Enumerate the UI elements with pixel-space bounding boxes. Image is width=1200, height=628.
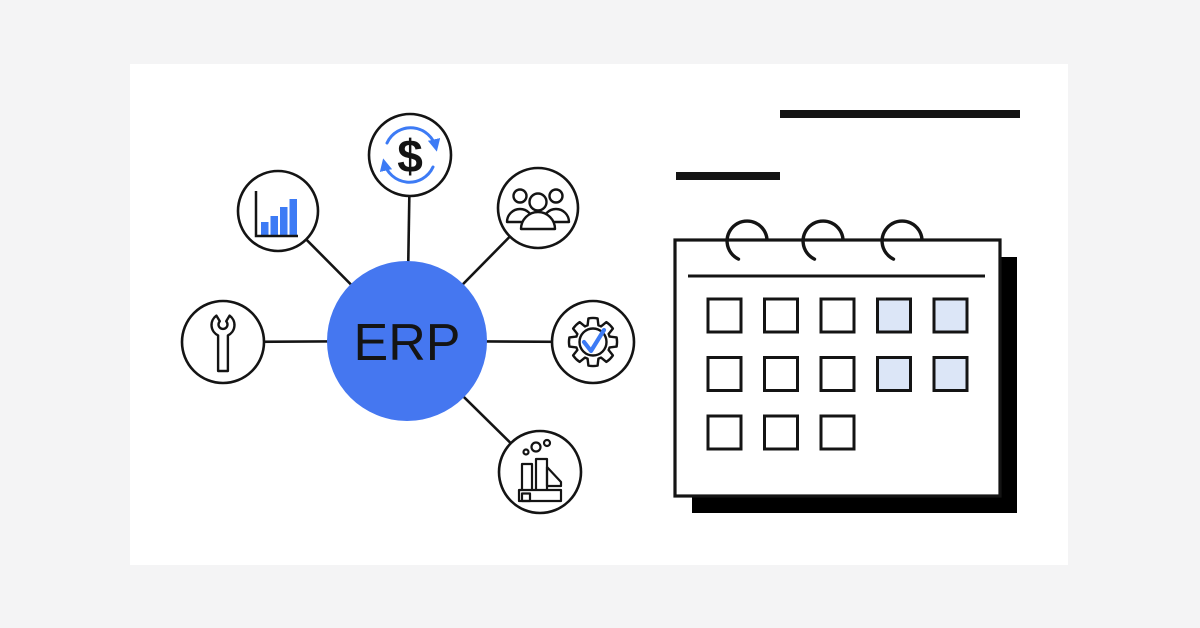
node-growth-chart xyxy=(236,169,320,253)
currency-sync-icon: $ xyxy=(379,126,441,184)
calendar-day-cell xyxy=(932,356,969,392)
calendar-day-cell xyxy=(763,356,799,392)
node-team xyxy=(496,166,580,250)
erp-center: ERP xyxy=(327,261,487,421)
bar-chart-icon xyxy=(254,191,298,238)
calendar-day-cell xyxy=(706,414,743,451)
wrench-icon xyxy=(210,314,236,373)
factory-icon xyxy=(517,438,563,503)
erp-label: ERP xyxy=(354,314,461,372)
node-maintenance xyxy=(180,299,266,385)
erp-center-circle xyxy=(327,261,487,421)
erp-diagram: $ xyxy=(180,112,636,515)
calendar-day-cell xyxy=(819,297,856,334)
node-manufacturing xyxy=(497,429,583,515)
node-currency-sync: $ xyxy=(367,112,453,198)
decor-bars xyxy=(676,110,1020,180)
decor-bar-long xyxy=(780,110,1020,118)
binder-ring xyxy=(880,219,924,261)
calendar xyxy=(673,219,1017,513)
calendar-day-cell xyxy=(763,414,799,451)
dollar-glyph: $ xyxy=(397,130,423,182)
calendar-day-cell xyxy=(819,356,856,392)
binder-ring xyxy=(801,219,845,261)
node-process-check xyxy=(550,299,636,385)
gear-check-icon xyxy=(567,316,619,368)
calendar-day-cell xyxy=(706,297,743,334)
calendar-day-cell xyxy=(763,297,799,334)
binder-ring xyxy=(725,219,769,261)
calendar-grid xyxy=(706,297,969,451)
node-circle xyxy=(236,169,320,253)
node-circle xyxy=(367,112,453,198)
decor-bar-short xyxy=(676,172,780,180)
calendar-day-cell xyxy=(876,356,912,392)
team-icon xyxy=(505,188,571,231)
calendar-day-cell xyxy=(932,297,969,334)
calendar-day-cell xyxy=(819,414,856,451)
calendar-day-cell xyxy=(876,297,912,334)
binder-rings xyxy=(725,219,924,261)
calendar-day-cell xyxy=(706,356,743,392)
